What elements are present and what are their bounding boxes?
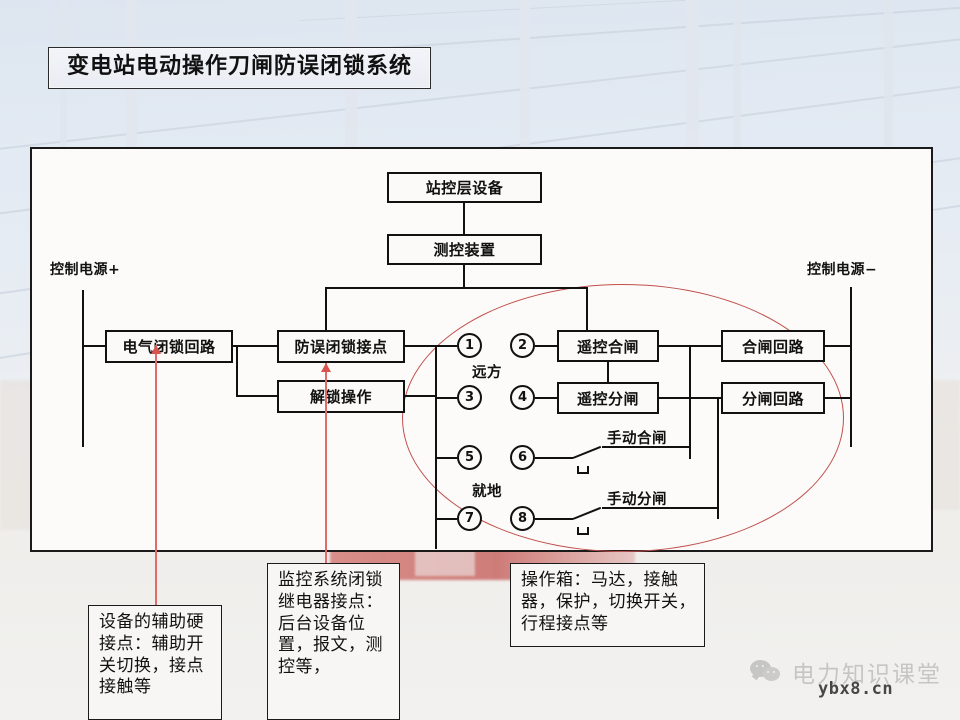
spur-terminal-6-to-manual-close xyxy=(535,457,573,460)
connector-power-to-electric-interlock xyxy=(82,345,105,348)
box-open-circuit[interactable]: 分闸回路 xyxy=(721,382,825,414)
label-manual-open: 手动分闸 xyxy=(607,492,667,508)
label-control-power-positive: 控制电源+ xyxy=(50,262,121,278)
spur-terminal-3 xyxy=(435,397,457,400)
box-unlock-operation[interactable]: 解锁操作 xyxy=(277,380,405,413)
junction-vertical-left xyxy=(236,345,239,397)
box-remote-close[interactable]: 遥控合闸 xyxy=(557,330,659,362)
switch-blade xyxy=(572,506,602,521)
spur-terminal-8-to-manual-open xyxy=(535,518,573,521)
spur-terminal-1 xyxy=(435,345,457,348)
terminal-circle-7[interactable]: 7 xyxy=(457,506,482,531)
label-manual-close: 手动合闸 xyxy=(607,431,667,447)
wechat-bubble-large xyxy=(750,660,771,681)
connector-mcd-down xyxy=(463,265,466,287)
spur-terminal-4-to-remote-open xyxy=(535,397,557,400)
arrow-head xyxy=(321,363,331,372)
pushbutton-left-leg xyxy=(577,527,580,535)
junction-open-vertical xyxy=(717,397,720,519)
box-remote-open[interactable]: 遥控分闸 xyxy=(557,382,659,414)
pushbutton-left-leg xyxy=(577,466,580,474)
wechat-bubble-small xyxy=(763,667,780,681)
arrow-head xyxy=(151,345,161,354)
watermark-url: ybx8.cn xyxy=(818,679,894,699)
arrow-shaft xyxy=(325,363,327,567)
label-local-mode: 就地 xyxy=(472,484,502,500)
annotation-scada-relay: 监控系统闭锁继电器接点：后台设备位置，报文，测控等， xyxy=(267,563,400,720)
connector-remote-open-out xyxy=(659,397,719,400)
wechat-bubble-tail xyxy=(751,671,761,681)
label-control-power-negative: 控制电源− xyxy=(807,262,878,278)
terminal-circle-4[interactable]: 4 xyxy=(510,385,535,410)
connector-manual-open-top xyxy=(602,507,718,510)
connector-to-close-circuit xyxy=(689,345,721,348)
terminal-circle-2[interactable]: 2 xyxy=(510,333,535,358)
terminal-circle-5[interactable]: 5 xyxy=(457,445,482,470)
bus-mcd-distribution xyxy=(325,287,588,290)
pushbutton-right-leg xyxy=(587,527,590,535)
transmission-pylon xyxy=(686,0,699,150)
connector-open-circuit-to-neg-rail xyxy=(825,397,850,400)
connector-mcd-to-interlock-contact xyxy=(325,287,328,330)
pushbutton-right-leg xyxy=(587,466,590,474)
spur-terminal-2-to-remote-close xyxy=(535,345,557,348)
connector-interlock-to-junction xyxy=(233,345,277,348)
box-electric-interlock-circuit[interactable]: 电气闭锁回路 xyxy=(105,330,233,363)
terminal-circle-6[interactable]: 6 xyxy=(510,445,535,470)
box-anti-misoperation-contact[interactable]: 防误闭锁接点 xyxy=(277,330,405,363)
substation-structure xyxy=(930,380,960,510)
connector-close-circuit-to-neg-rail xyxy=(825,345,850,348)
page-title: 变电站电动操作刀闸防误闭锁系统 xyxy=(48,47,432,90)
connector-manual-close-top xyxy=(602,446,690,449)
wechat-eye xyxy=(767,671,770,674)
wechat-eye xyxy=(756,665,759,668)
bus-control-power-positive xyxy=(82,290,85,447)
pushbutton-base xyxy=(577,533,589,536)
wechat-eye xyxy=(762,665,765,668)
box-station-level-device[interactable]: 站控层设备 xyxy=(387,172,542,203)
spur-terminal-7 xyxy=(435,518,457,521)
connector-to-open-circuit xyxy=(717,397,721,400)
terminal-rail-left xyxy=(435,345,438,549)
watermark: 电力知识课堂 xyxy=(750,655,942,689)
transmission-pylon xyxy=(884,0,893,146)
connector-unlock-to-terminal-rail xyxy=(405,395,437,398)
box-measure-control-device[interactable]: 测控装置 xyxy=(387,234,542,265)
terminal-circle-8[interactable]: 8 xyxy=(510,506,535,531)
connector-station-to-mcd xyxy=(463,203,466,234)
terminal-circle-1[interactable]: 1 xyxy=(457,333,482,358)
annotation-operation-box: 操作箱：马达，接触器，保护，切换开关，行程接点等 xyxy=(510,563,705,647)
box-close-circuit[interactable]: 合闸回路 xyxy=(721,330,825,362)
bus-control-power-negative xyxy=(850,287,853,447)
annotation-aux-contact: 设备的辅助硬接点：辅助开关切换，接点接触等 xyxy=(88,605,222,720)
wechat-eye xyxy=(773,671,776,674)
connector-remote-close-to-open xyxy=(607,362,610,382)
connector-junction-to-unlock xyxy=(236,395,277,398)
connector-contact-to-terminal-rail xyxy=(405,345,437,348)
label-remote-mode: 远方 xyxy=(472,365,502,381)
diagram-panel: 站控层设备 测控装置 控制电源+ 电气闭锁回路 防误闭锁接点 解锁操作 xyxy=(30,147,933,552)
manual-close-switch-symbol[interactable] xyxy=(572,445,613,479)
terminal-circle-3[interactable]: 3 xyxy=(457,385,482,410)
watermark-channel-name: 电力知识课堂 xyxy=(792,662,942,688)
background-banner-gap xyxy=(415,550,475,576)
junction-close-vertical xyxy=(689,345,692,459)
connector-mcd-to-remote-close xyxy=(586,287,589,330)
arrow-shaft xyxy=(155,345,157,608)
spur-terminal-5 xyxy=(435,457,457,460)
diagram-canvas: 站控层设备 测控装置 控制电源+ 电气闭锁回路 防误闭锁接点 解锁操作 xyxy=(32,149,931,552)
transmission-pylon xyxy=(520,0,530,148)
switch-blade xyxy=(572,445,602,460)
manual-open-switch-symbol[interactable] xyxy=(572,506,613,540)
transmission-pylon xyxy=(733,0,741,148)
pushbutton-base xyxy=(577,472,589,475)
wechat-icon xyxy=(750,659,784,685)
